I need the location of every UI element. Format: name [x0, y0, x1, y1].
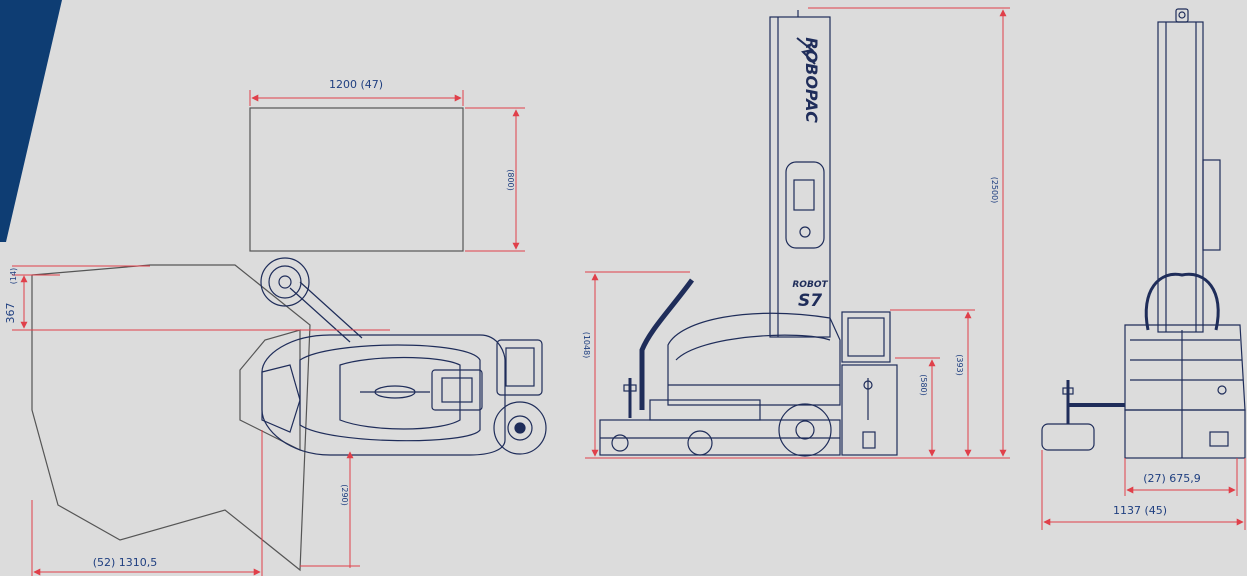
pallet-outline	[249, 107, 464, 252]
dim-side-handle-height: (1048)	[582, 332, 591, 359]
wrap-sweep-area	[31, 264, 311, 572]
dim-top-lower-depth: (290)	[340, 484, 349, 506]
top-handle-box	[496, 339, 543, 396]
side-body	[667, 312, 841, 406]
machine-body	[261, 334, 506, 456]
top-arm-wheel	[260, 257, 310, 307]
side-carriage	[841, 364, 898, 456]
dim-side-battery-height: (580)	[919, 374, 928, 396]
side-view-dimensions	[585, 7, 1010, 459]
dim-top-offset: 367	[4, 303, 17, 324]
side-control-panel	[785, 161, 825, 249]
model-label-line2: S7	[798, 291, 822, 311]
front-view	[1041, 8, 1246, 459]
dim-side-mast-height: (2500)	[990, 177, 999, 204]
front-control-panel	[1202, 159, 1221, 251]
brand-logo-text: ROBOPAC	[802, 37, 821, 123]
brand-logo-icon	[796, 37, 816, 65]
front-body	[1124, 324, 1246, 411]
top-steer-wheel	[493, 401, 547, 455]
dim-side-box-height: (393)	[955, 354, 964, 376]
front-arm-wheel	[1041, 423, 1095, 451]
dim-front-overall-width: 1137 (45)	[1113, 504, 1167, 517]
dim-top-pallet-depth: (800)	[506, 169, 515, 191]
top-control-block	[431, 369, 483, 411]
side-battery-box	[841, 311, 891, 363]
dim-front-track: (27) 675,9	[1143, 472, 1201, 485]
side-mast	[769, 16, 831, 338]
dim-top-overall-length: (52) 1310,5	[93, 556, 158, 569]
front-chassis	[1124, 409, 1246, 459]
top-view-dimensions	[12, 90, 525, 576]
brand-accent-shape	[0, 0, 62, 242]
front-view-dimensions	[1041, 450, 1246, 530]
dim-top-pallet-width: 1200 (47)	[329, 78, 383, 91]
side-drive-wheel	[778, 403, 832, 457]
top-view	[31, 107, 547, 572]
model-label-line1: ROBOT	[792, 280, 828, 290]
front-handle	[1144, 272, 1220, 331]
side-handle	[639, 278, 695, 410]
side-view	[599, 10, 898, 457]
dim-top-offset-small: (14)	[9, 268, 18, 284]
